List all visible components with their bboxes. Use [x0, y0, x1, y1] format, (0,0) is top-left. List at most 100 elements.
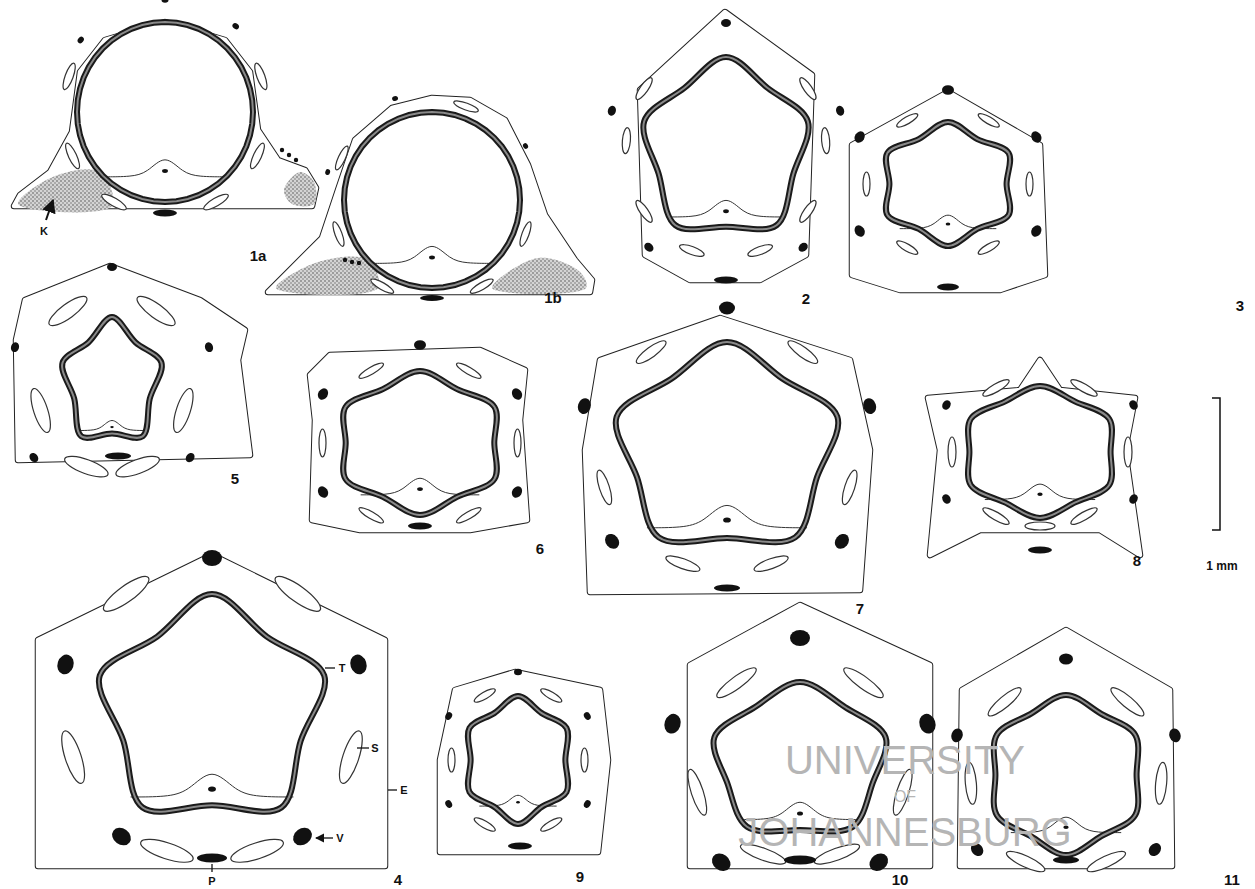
- sclerenchyma-oval: [678, 242, 705, 258]
- figure-number: 7: [856, 601, 864, 616]
- sclerenchyma-oval: [99, 571, 153, 616]
- sclerenchyma-oval: [747, 242, 774, 258]
- vascular-dot: [510, 484, 524, 499]
- sclerenchyma-oval: [453, 99, 480, 114]
- vascular-dot: [107, 263, 117, 271]
- sclerenchyma-oval: [138, 835, 195, 867]
- tissue-ring-core: [77, 22, 253, 202]
- epidermis-outline: [310, 350, 527, 530]
- pith-hump: [131, 774, 294, 797]
- small-bundle: [723, 209, 729, 213]
- tissue-ring-core: [343, 371, 497, 515]
- cross-section: [38, 550, 385, 867]
- stippled-tissue: [284, 172, 316, 207]
- tissue-ring-core: [968, 386, 1112, 518]
- cross-section: [852, 85, 1045, 290]
- sclerenchyma-oval: [100, 192, 128, 213]
- tissue-ring: [344, 112, 520, 288]
- part-letter: S: [371, 743, 378, 754]
- cross-section: [10, 263, 250, 481]
- phloem-patch: [420, 295, 444, 301]
- vascular-dot: [1128, 493, 1140, 506]
- ring-fill: [616, 342, 839, 542]
- sclerenchyma-oval: [333, 145, 350, 172]
- leader-line: [211, 864, 212, 872]
- sclerenchyma-oval: [57, 728, 89, 785]
- sclerenchyma-oval: [714, 664, 760, 702]
- sclerenchyma-oval: [1069, 377, 1099, 399]
- epidermis-inner: [585, 318, 870, 592]
- sclerenchyma-oval: [271, 571, 325, 616]
- tissue-ring-core: [886, 122, 1010, 246]
- tissue-ring: [886, 122, 1010, 246]
- sclerenchyma-oval: [514, 429, 521, 457]
- sclerenchyma-oval: [319, 429, 326, 457]
- vascular-dot: [444, 799, 454, 809]
- sclerenchyma-oval: [335, 728, 367, 785]
- ring-fill: [343, 371, 497, 515]
- epidermis-inner: [16, 266, 250, 460]
- sclerenchyma-oval: [821, 127, 831, 154]
- watermark: UNIVERSITY: [785, 740, 1025, 780]
- part-letter: P: [208, 876, 215, 887]
- sclerenchyma-oval: [448, 748, 455, 772]
- pith-hump: [371, 246, 492, 263]
- phloem-patch: [153, 210, 177, 217]
- vascular-dot: [917, 712, 938, 736]
- vascular-dot: [602, 531, 622, 551]
- vascular-dot: [1146, 841, 1164, 859]
- epidermis-inner: [928, 360, 1140, 555]
- sclerenchyma-oval: [785, 337, 820, 366]
- sclerenchyma-oval: [797, 76, 818, 102]
- sclerenchyma-oval: [133, 292, 178, 330]
- vascular-dot: [583, 799, 593, 809]
- sclerenchyma-oval: [633, 198, 654, 224]
- phloem-patch: [714, 585, 740, 592]
- sclerenchyma-oval: [469, 277, 495, 296]
- sclerenchyma-oval: [252, 62, 269, 91]
- sclerenchyma-oval: [1085, 848, 1128, 876]
- sclerenchyma-oval: [594, 469, 615, 506]
- sclerenchyma-oval: [581, 748, 588, 772]
- sclerenchyma-oval: [841, 664, 887, 702]
- epidermis-outline: [852, 92, 1045, 290]
- cross-section: [440, 669, 608, 852]
- figure-number: 1a: [250, 248, 267, 263]
- sclerenchyma-oval: [1108, 684, 1147, 719]
- vascular-dot: [55, 652, 76, 676]
- sclerenchyma-oval: [1154, 762, 1169, 805]
- leader-line: [357, 747, 369, 748]
- small-bundle: [723, 517, 731, 522]
- cross-section: [268, 95, 592, 301]
- figure-number: 3: [1236, 298, 1244, 313]
- epidermis-inner: [640, 12, 812, 280]
- epidermis-outline: [440, 672, 608, 852]
- vascular-dot: [1029, 129, 1043, 144]
- sclerenchyma-oval: [977, 111, 1001, 129]
- sclerenchyma-oval: [948, 437, 956, 467]
- cross-section: [607, 12, 846, 284]
- tissue-ring: [99, 594, 325, 812]
- vascular-dot: [109, 824, 135, 849]
- tissue-ring-core: [344, 112, 520, 288]
- figure-number: 2: [802, 291, 810, 306]
- small-bundle: [208, 786, 216, 791]
- vascular-dot: [10, 341, 21, 353]
- sclerenchyma-oval: [63, 142, 82, 171]
- vascular-dot: [325, 169, 331, 176]
- sclerenchyma-oval: [621, 127, 631, 154]
- vascular-dot: [316, 484, 330, 499]
- cross-section: [310, 340, 527, 530]
- vascular-dot: [1059, 653, 1073, 664]
- vascular-dot: [853, 223, 867, 238]
- sclerenchyma-oval: [228, 835, 285, 867]
- vascular-dot: [1029, 223, 1043, 238]
- stippled-tissue: [492, 258, 587, 294]
- sclerenchyma-oval: [473, 815, 497, 833]
- small-bundle: [110, 426, 113, 428]
- pith-hump: [76, 421, 148, 431]
- part-letter: K: [40, 226, 48, 237]
